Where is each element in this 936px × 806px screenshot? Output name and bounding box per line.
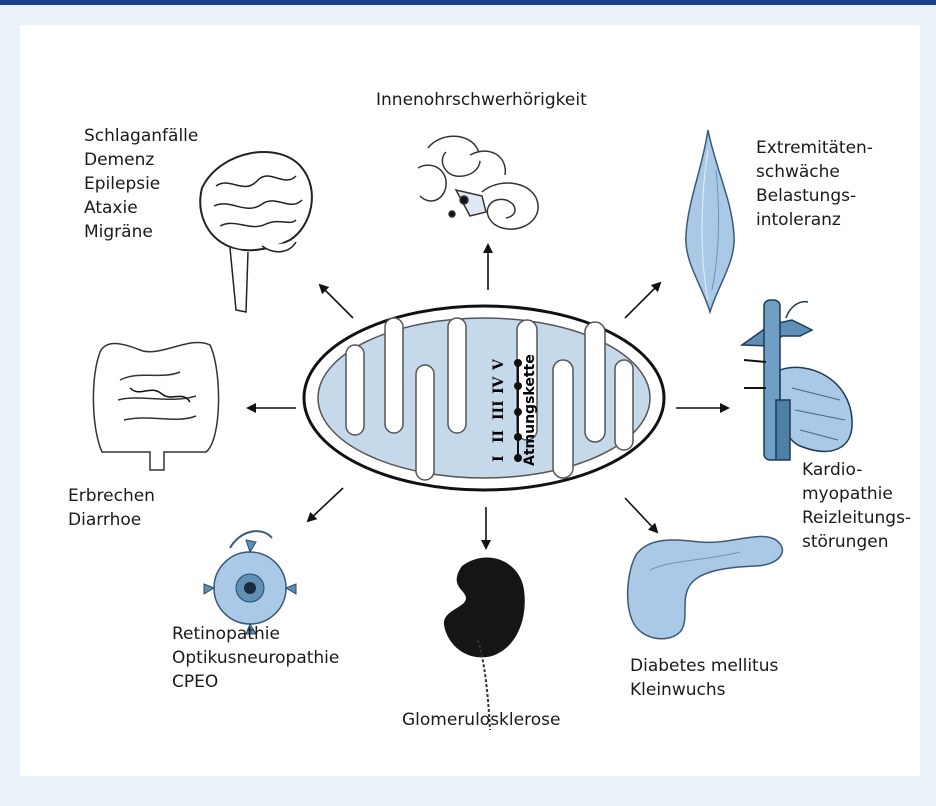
label-brain-line: Migräne	[84, 220, 198, 244]
label-pancreas-line: Kleinwuchs	[630, 678, 778, 702]
roman-numeral-1: I	[491, 455, 507, 462]
label-muscle-line: Belastungs-	[756, 184, 873, 208]
label-ear: Innenohrschwerhörigkeit	[376, 88, 587, 112]
label-brain-line: Schlaganfälle	[84, 124, 198, 148]
heart-icon	[742, 300, 852, 460]
label-heart-line: störungen	[802, 530, 911, 554]
roman-numeral-5: V	[491, 358, 507, 371]
roman-numeral-2: II	[491, 430, 507, 443]
label-muscle: Extremitäten- schwäche Belastungs- intol…	[756, 136, 873, 232]
label-ear-line: Innenohrschwerhörigkeit	[376, 88, 587, 112]
label-eye-line: Optikusneuropathie	[172, 646, 339, 670]
label-heart-line: Kardio-	[802, 458, 911, 482]
label-heart: Kardio- myopathie Reizleitungs- störunge…	[802, 458, 911, 554]
kidney-icon	[444, 558, 525, 730]
label-muscle-line: intoleranz	[756, 208, 873, 232]
label-brain-line: Demenz	[84, 148, 198, 172]
arrow-to-eye	[308, 488, 343, 521]
pancreas-icon	[628, 537, 783, 639]
label-intestine-line: Diarrhoe	[68, 508, 155, 532]
eye-icon	[204, 531, 296, 634]
label-pancreas: Diabetes mellitus Kleinwuchs	[630, 654, 778, 702]
label-brain-line: Ataxie	[84, 196, 198, 220]
label-intestine-line: Erbrechen	[68, 484, 155, 508]
label-muscle-line: schwäche	[756, 160, 873, 184]
arrow-to-brain	[320, 285, 353, 318]
arrow-to-pancreas	[625, 498, 657, 532]
label-heart-line: Reizleitungs-	[802, 506, 911, 530]
label-heart-line: myopathie	[802, 482, 911, 506]
label-pancreas-line: Diabetes mellitus	[630, 654, 778, 678]
label-kidney: Glomerulosklerose	[402, 708, 560, 732]
arrow-to-muscle	[625, 283, 660, 318]
label-eye: Retinopathie Optikusneuropathie CPEO	[172, 622, 339, 694]
muscle-icon	[686, 130, 734, 312]
respiratory-chain-label: Atmungskette	[522, 354, 538, 466]
inner-ear-icon	[418, 136, 538, 229]
roman-numeral-4: IV	[491, 375, 507, 394]
label-brain: Schlaganfälle Demenz Epilepsie Ataxie Mi…	[84, 124, 198, 244]
mitochondrion: I II III IV V Atmungskette	[304, 306, 664, 490]
label-intestine: Erbrechen Diarrhoe	[68, 484, 155, 532]
brain-icon	[200, 152, 312, 312]
label-kidney-line: Glomerulosklerose	[402, 708, 560, 732]
intestine-icon	[93, 342, 218, 470]
label-brain-line: Epilepsie	[84, 172, 198, 196]
label-eye-line: CPEO	[172, 670, 339, 694]
label-muscle-line: Extremitäten-	[756, 136, 873, 160]
label-eye-line: Retinopathie	[172, 622, 339, 646]
roman-numeral-3: III	[491, 400, 507, 420]
